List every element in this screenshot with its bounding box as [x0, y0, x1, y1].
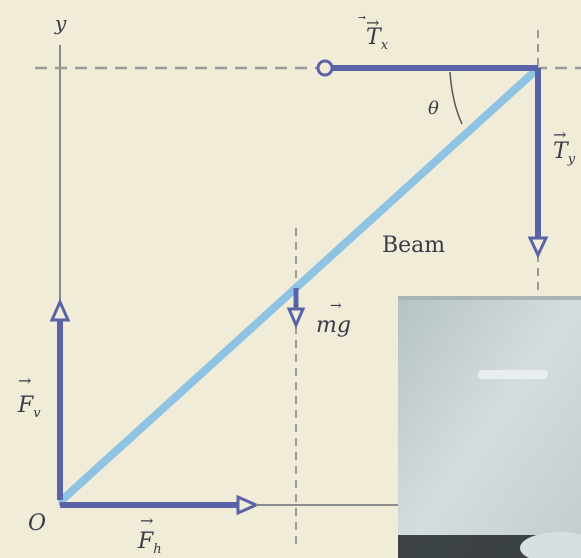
photo-overlay	[398, 296, 581, 558]
origin-label: O	[28, 511, 46, 536]
force-Fv-vector-arrow: →	[18, 371, 31, 390]
photo-overlay-edge	[398, 296, 581, 300]
photo-overlay-object	[520, 532, 581, 558]
force-Tx-vector-arrow: ⃗→	[358, 13, 379, 32]
beam	[58, 68, 538, 504]
force-Ty-label: Ty	[553, 139, 576, 167]
force-Tx-head	[316, 59, 334, 77]
force-Fh-label: Fh	[137, 529, 162, 557]
force-Fv-head	[49, 298, 71, 322]
force-Fh-head	[236, 494, 260, 516]
force-Fh-vector-arrow: →	[140, 511, 153, 530]
beam-label: Beam	[382, 233, 445, 258]
force-Ty-head	[527, 236, 549, 259]
force-mg-vector-arrow: →	[330, 298, 342, 314]
force-Ty-vector-arrow: →	[553, 125, 566, 144]
angle-label: θ	[428, 98, 439, 119]
y-axis-label: y	[54, 11, 67, 35]
force-mg-head	[286, 307, 306, 329]
force-Tx-label: Tx	[366, 25, 389, 53]
force-Fv-label: Fv	[17, 393, 41, 421]
force-mg-label: mg	[316, 313, 351, 338]
photo-overlay-highlight	[478, 370, 548, 379]
angle-arc	[449, 71, 463, 125]
